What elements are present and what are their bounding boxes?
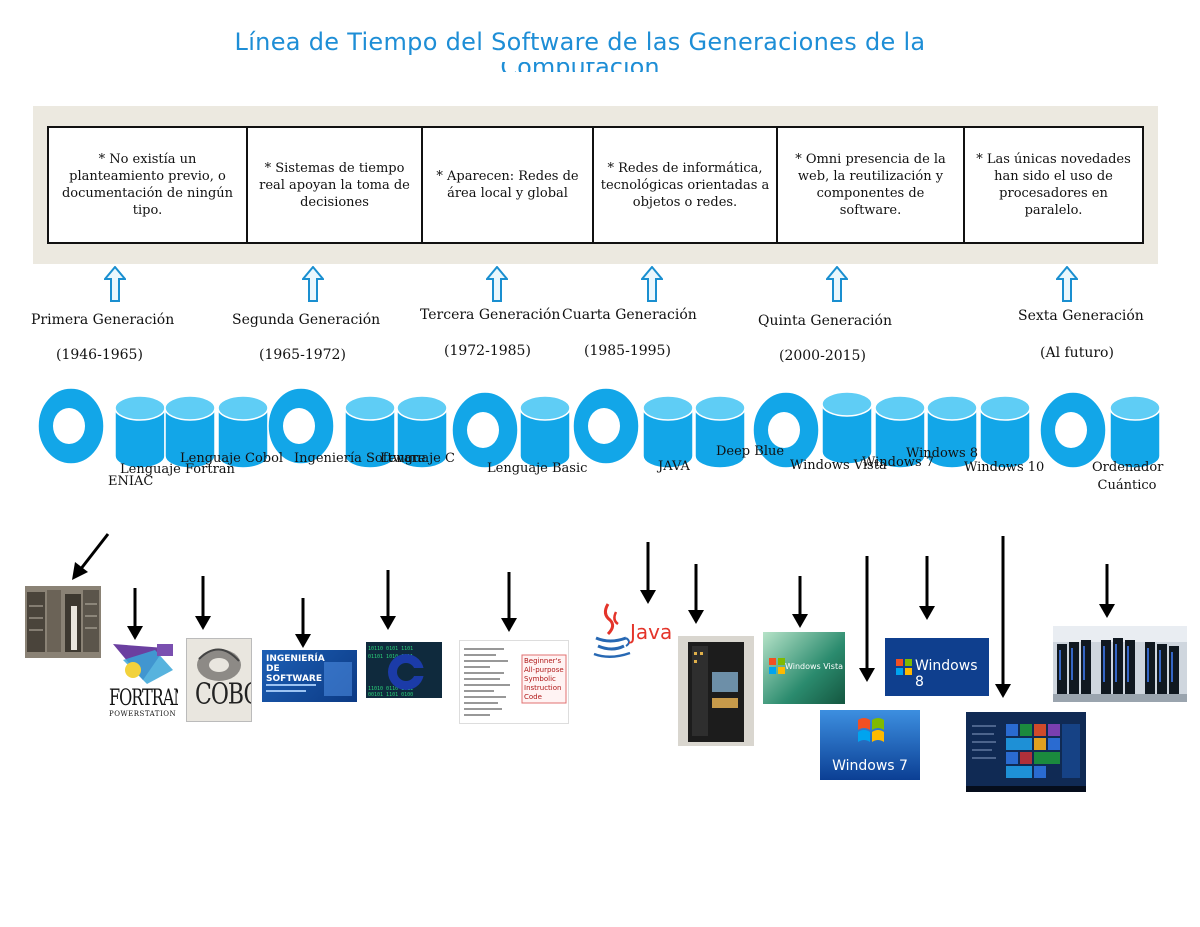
disk-ring-icon [1039,391,1107,469]
cylinder-icon [519,395,571,469]
generation-4-years: (1985-1995) [584,343,671,359]
svg-text:11010 0110 1011: 11010 0110 1011 [368,686,413,692]
windows-8-image: Windows 8 [885,638,989,696]
label-windows-8: Windows 8 [906,446,979,461]
windows-10-image [966,712,1086,792]
disk-ring-icon [572,387,640,465]
ingenieria-box-title: INGENIERÍA DE SOFTWARE [266,654,325,684]
windows-8-logo-text: Windows 8 [915,658,978,690]
disk-ring-icon [451,391,519,469]
label-lenguaje-fortran: Lenguaje Fortran [120,462,235,477]
svg-text:01101 1010 0011: 01101 1010 0011 [368,654,413,660]
generation-5-name: Quinta Generación [758,313,892,329]
down-arrow-icon [195,576,211,630]
label-deep-blue: Deep Blue [716,444,785,459]
fortran-box-subtitle: POWERSTATION [109,710,177,718]
label-lenguaje-c: Lenguaje C [380,451,455,466]
cylinder-icon [979,395,1031,469]
description-table: * No existía un planteamiento previo, o … [47,126,1144,244]
ordenador-cuantico-photo [1053,626,1187,702]
down-arrow-icon [792,576,808,628]
lenguaje-basic-image: Beginner's All-purpose Symbolic Instruct… [459,640,569,724]
basic-box-text: Beginner's All-purpose Symbolic Instruct… [524,657,564,701]
generation-2-years: (1965-1972) [259,347,346,363]
java-logo-image: Java [590,598,674,662]
fortran-box-image: FORTRAN POWERSTATION [103,640,178,722]
cylinder-icon [1109,395,1161,469]
description-cell-1: * No existía un planteamiento previo, o … [49,128,248,242]
lenguaje-c-image: 10110 0101 1101 01101 1010 0011 11010 0110… [366,642,442,698]
description-cell-3: * Aparecen: Redes de área local y global [423,128,594,242]
up-arrow-icon [826,266,848,302]
down-arrow-icon [380,570,396,630]
windows-vista-image: Windows Vista [763,632,845,704]
generation-5-years: (2000-2015) [779,348,866,364]
down-arrow-icon [859,556,875,682]
down-arrow-icon [1099,564,1115,618]
generation-1-name: Primera Generación [31,312,175,328]
down-arrow-icon [501,572,517,632]
down-arrow-icon [640,542,656,604]
generation-3-name: Tercera Generación [420,307,561,323]
up-arrow-icon [486,266,508,302]
label-windows-7: Windows 7 [862,455,935,470]
up-arrow-icon [1056,266,1078,302]
windows-vista-logo-text: Windows Vista [785,662,843,671]
page-title-cut-line: Computación [0,62,1160,72]
label-ordenador-cuantico: Ordenador Cuántico [1092,460,1164,493]
label-eniac: ENIAC [108,474,154,489]
down-arrow-icon [127,588,143,640]
svg-text:00101 1101 0100: 00101 1101 0100 [368,692,413,698]
label-ingenieria-software: Ingeniería Software [294,451,426,466]
cylinder-icon [821,391,873,465]
cobol-box-image: COBOL [186,638,252,722]
label-windows-vista: Windows Vista [790,458,887,473]
up-arrow-icon [104,266,126,302]
generation-3-years: (1972-1985) [444,343,531,359]
java-logo-text: Java [630,620,673,644]
up-arrow-icon [302,266,324,302]
generation-2-name: Segunda Generación [232,312,381,328]
up-arrow-icon [641,266,663,302]
generation-1-years: (1946-1965) [56,347,143,363]
windows-logo-icon [769,658,785,674]
description-cell-4: * Redes de informática, tecnológicas ori… [594,128,778,242]
label-lenguaje-cobol: Lenguaje Cobol [180,451,284,466]
ingenieria-software-image: INGENIERÍA DE SOFTWARE [262,650,357,702]
page-title: Línea de Tiempo del Software de las Gene… [234,28,926,56]
label-java: JAVA [658,459,690,474]
down-arrow-icon [295,598,311,648]
down-arrow-icon [688,564,704,624]
windows-logo-icon [858,718,884,742]
windows-logo-icon [896,659,912,675]
eniac-photo [25,586,101,658]
svg-text:10110 0101 1101: 10110 0101 1101 [368,646,413,652]
fortran-box-title: FORTRAN [109,684,178,711]
label-windows-10: Windows 10 [964,460,1045,475]
cylinder-icon [114,395,166,469]
cylinder-icon [642,395,694,469]
description-cell-2: * Sistemas de tiempo real apoyan la toma… [248,128,423,242]
down-arrow-icon [995,536,1011,698]
generation-6-years: (Al futuro) [1040,345,1114,361]
windows-7-image: Windows 7 [820,710,920,780]
down-arrow-icon [919,556,935,620]
deep-blue-photo [678,636,754,746]
label-lenguaje-basic: Lenguaje Basic [487,461,588,476]
cobol-box-title: COBOL [195,679,251,712]
description-cell-5: * Omni presencia de la web, la reutiliza… [778,128,965,242]
windows-7-logo-text: Windows 7 [832,758,908,774]
generation-6-name: Sexta Generación [1018,308,1144,324]
down-arrow-icon [72,533,110,580]
description-cell-6: * Las únicas novedades han sido el uso d… [976,152,1131,218]
disk-ring-icon [37,387,105,465]
generation-4-name: Cuarta Generación [562,307,697,323]
